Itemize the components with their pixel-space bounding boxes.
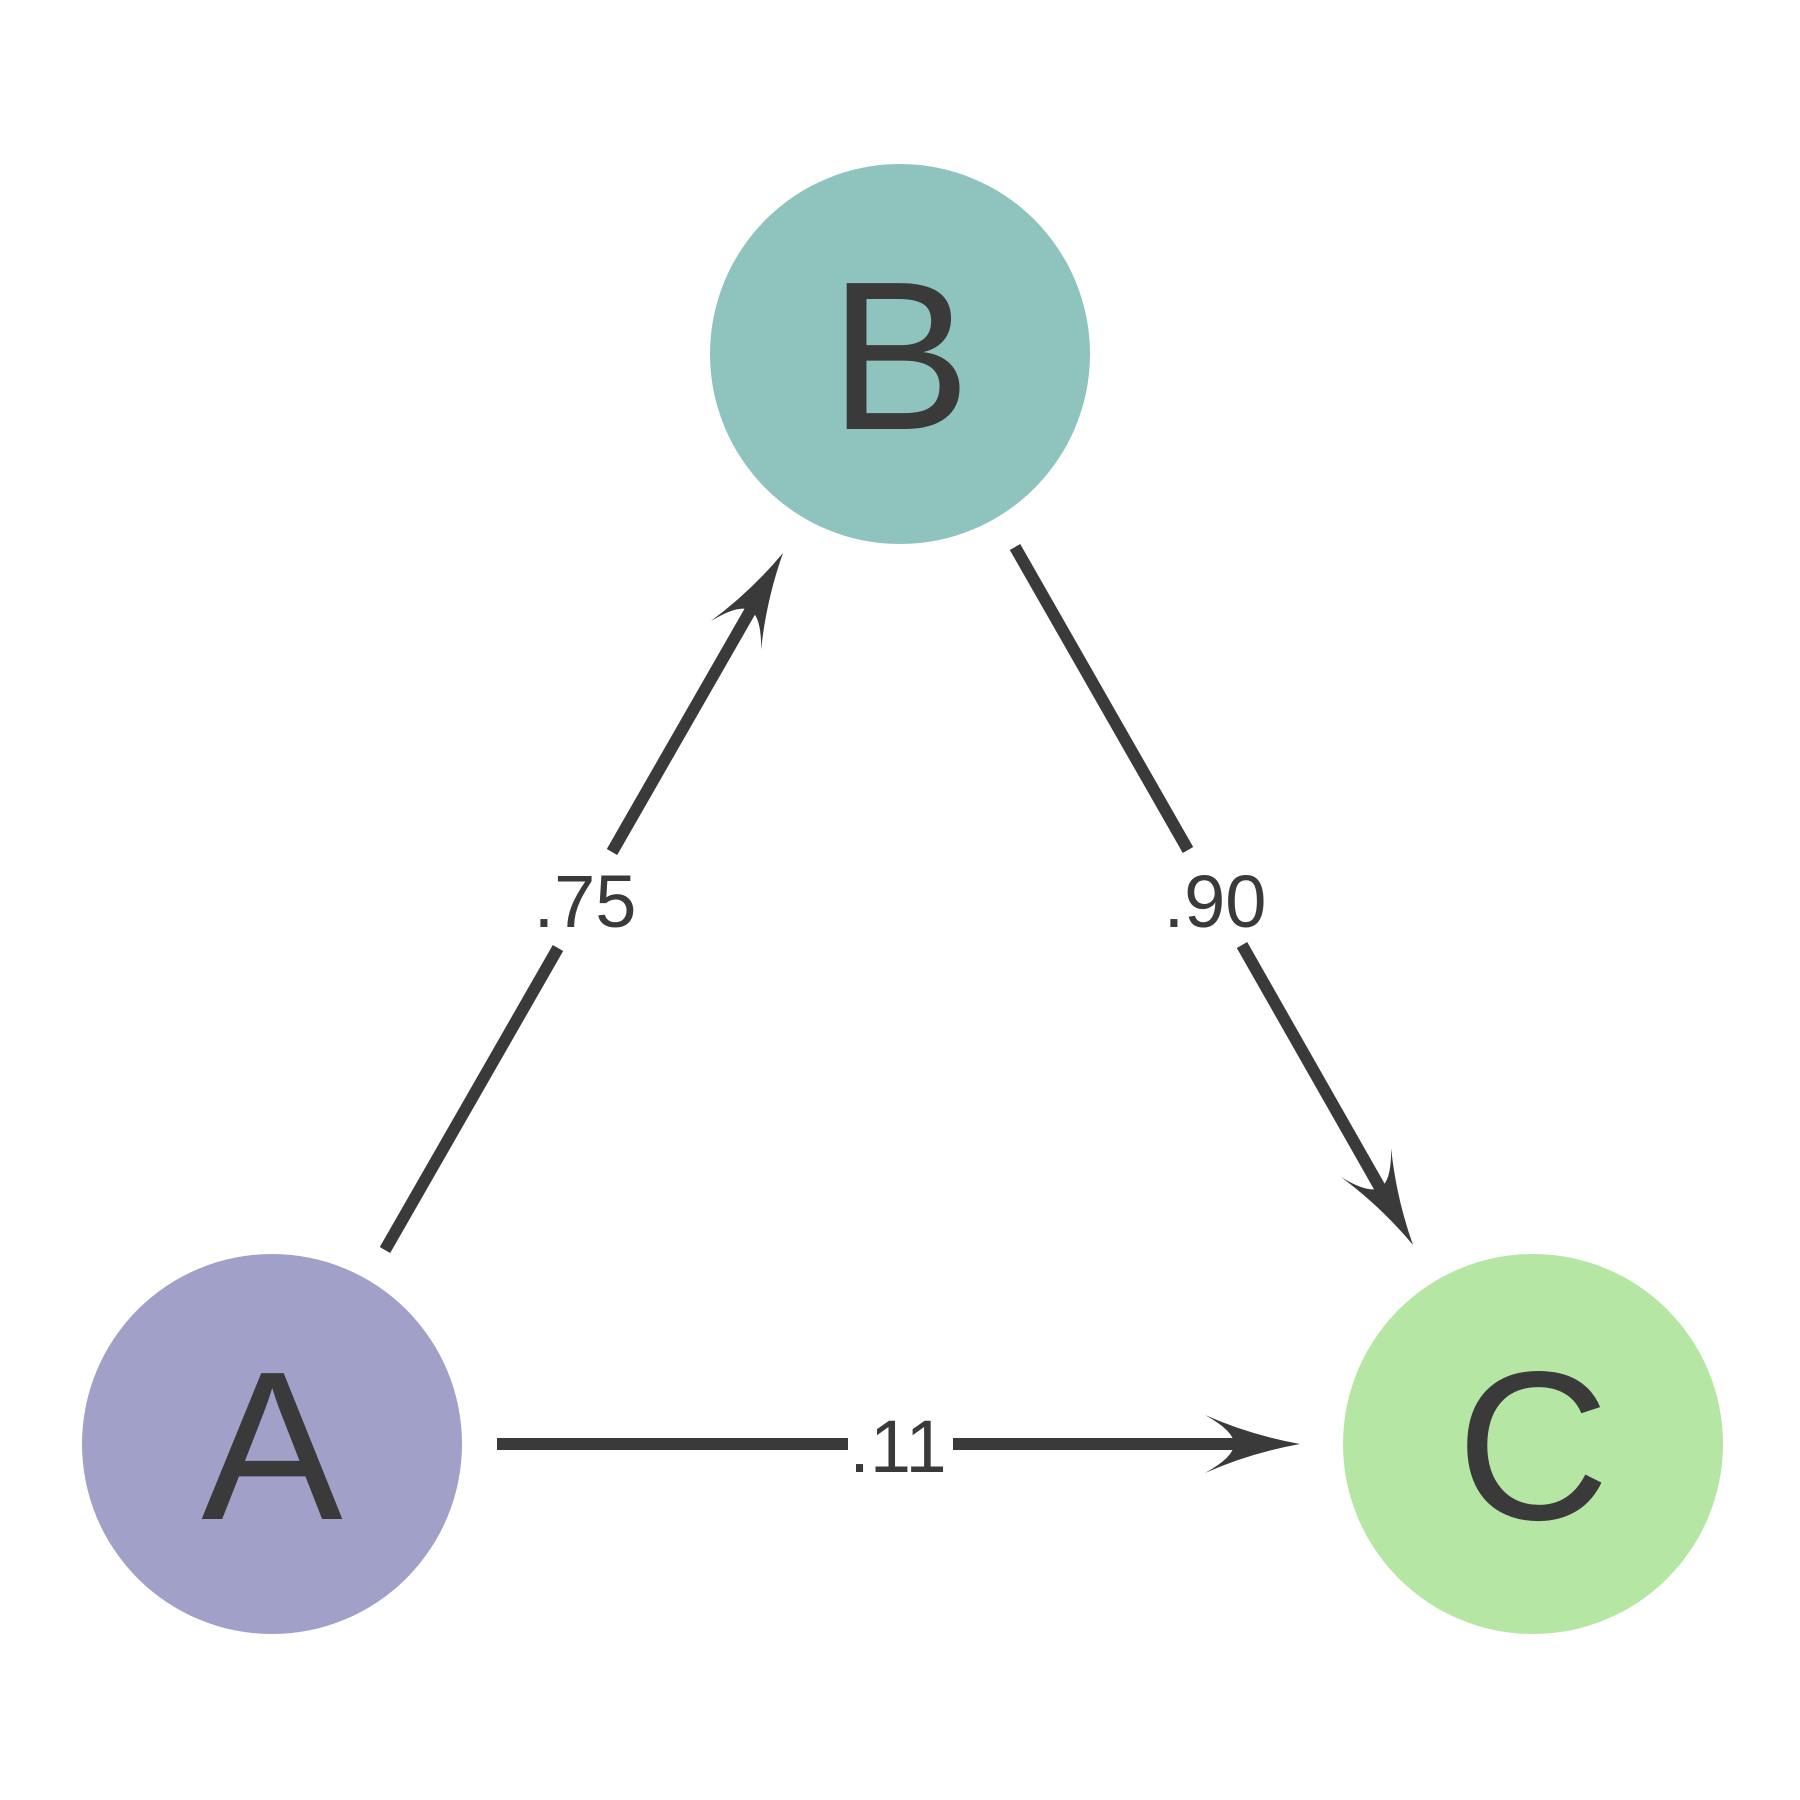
node-a: A — [82, 1254, 462, 1634]
node-a-circle — [82, 1254, 462, 1634]
edge-bc-weight-label: .90 — [1164, 860, 1267, 943]
edge-ab-shaft-lower — [379, 945, 564, 1253]
node-c-circle — [1343, 1254, 1723, 1634]
node-b: B — [710, 164, 1090, 544]
edge-ab-shaft-upper — [606, 603, 759, 855]
edge-a-to-b: .75 — [379, 538, 809, 1253]
node-a-label: A — [201, 1327, 342, 1564]
edge-ac-weight-label: .11 — [849, 1405, 946, 1488]
node-b-circle — [710, 164, 1090, 544]
edge-bc-shaft-lower — [1236, 942, 1389, 1196]
node-c: C — [1343, 1254, 1723, 1634]
edge-bc-arrowhead — [1340, 1148, 1439, 1260]
node-c-label: C — [1456, 1327, 1609, 1564]
edge-a-to-c: .11 — [497, 1405, 1300, 1488]
node-b-label: B — [829, 237, 970, 474]
edge-b-to-c: .90 — [1009, 544, 1439, 1260]
edge-ab-weight-label: .75 — [534, 860, 637, 943]
edge-ab-arrowhead — [710, 538, 809, 650]
edge-bc-shaft-upper — [1009, 544, 1194, 853]
